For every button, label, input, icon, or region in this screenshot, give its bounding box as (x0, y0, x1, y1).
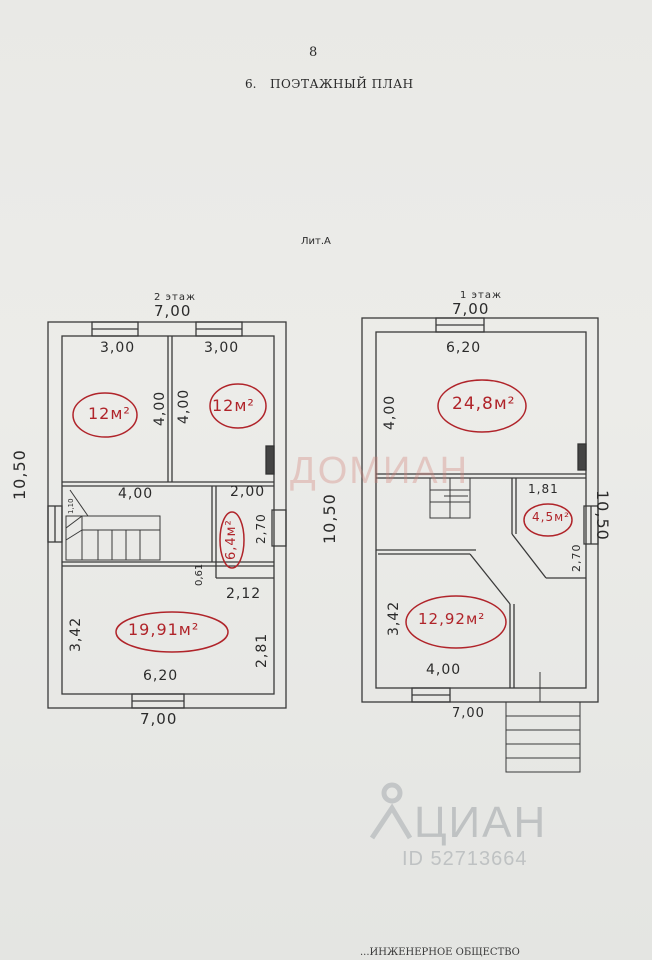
section-number: 6. (245, 77, 257, 91)
floor2-chimney (265, 445, 275, 475)
f1-room1-width: 6,20 (446, 340, 482, 356)
room3-depth: 2,70 (254, 513, 268, 544)
floor2-label: 2 этаж (154, 292, 196, 303)
room3-area: 6,4м² (224, 519, 239, 560)
hall-width: 4,00 (118, 486, 154, 502)
floor1-stairs (429, 477, 471, 519)
corner-dim: 2,12 (226, 586, 262, 602)
floor1-dim-right: 10,50 (593, 490, 612, 541)
room1-width: 3,00 (100, 340, 136, 356)
room2-area: 12м² (212, 396, 255, 415)
floor1-dim-bottom: 7,00 (452, 706, 485, 721)
f1-room2-area: 4,5м² (532, 510, 570, 524)
domian-watermark: ДОМИАН (290, 450, 470, 492)
page-number: 8 (309, 45, 318, 60)
floor1-label: 1 этаж (460, 290, 502, 301)
cian-watermark: ЦИАН (414, 798, 548, 847)
f1-room3-width: 4,00 (426, 662, 462, 678)
floor2-dim-left: 10,50 (10, 449, 29, 500)
room4-depth-right: 2,81 (254, 632, 270, 668)
f1-room3-area: 12,92м² (418, 610, 486, 628)
cian-id-watermark: ID 52713664 (402, 848, 528, 870)
room2-width: 3,00 (204, 340, 240, 356)
floor1-dim-left: 10,50 (320, 493, 339, 544)
footer-fragment: ...ИНЖЕНЕРНОЕ ОБЩЕСТВО (360, 947, 520, 958)
floor1-chimney (577, 443, 587, 471)
floor2-dim-top: 7,00 (154, 302, 192, 320)
f1-room1-depth: 4,00 (382, 394, 398, 430)
room3-width: 2,00 (230, 484, 266, 500)
floor1-dim-top: 7,00 (452, 300, 490, 318)
small-dim: 0,61 (194, 563, 205, 586)
floor2-dim-bottom: 7,00 (140, 710, 178, 728)
room4-area: 19,91м² (128, 620, 200, 639)
room1-area: 12м² (88, 404, 131, 423)
letter-label: Лит.А (301, 236, 331, 247)
f1-room1-area: 24,8м² (452, 394, 516, 414)
floor1-windows (411, 317, 599, 703)
stair-small-dim: 1,10 (67, 498, 75, 514)
room2-depth: 4,00 (176, 388, 192, 424)
floor2-stairs (65, 489, 161, 561)
floor2-windows (47, 321, 287, 709)
room4-width: 6,20 (143, 668, 179, 684)
f1-room3-depth: 3,42 (386, 600, 402, 636)
f1-room2-width: 1,81 (528, 482, 559, 496)
red-area-marks (72, 379, 573, 653)
floor1-porch-steps (505, 672, 581, 773)
room4-depth-left: 3,42 (68, 616, 84, 652)
f1-room2-depth: 2,70 (570, 543, 583, 573)
room1-depth: 4,00 (152, 390, 168, 426)
section-title: ПОЭТАЖНЫЙ ПЛАН (270, 77, 414, 91)
